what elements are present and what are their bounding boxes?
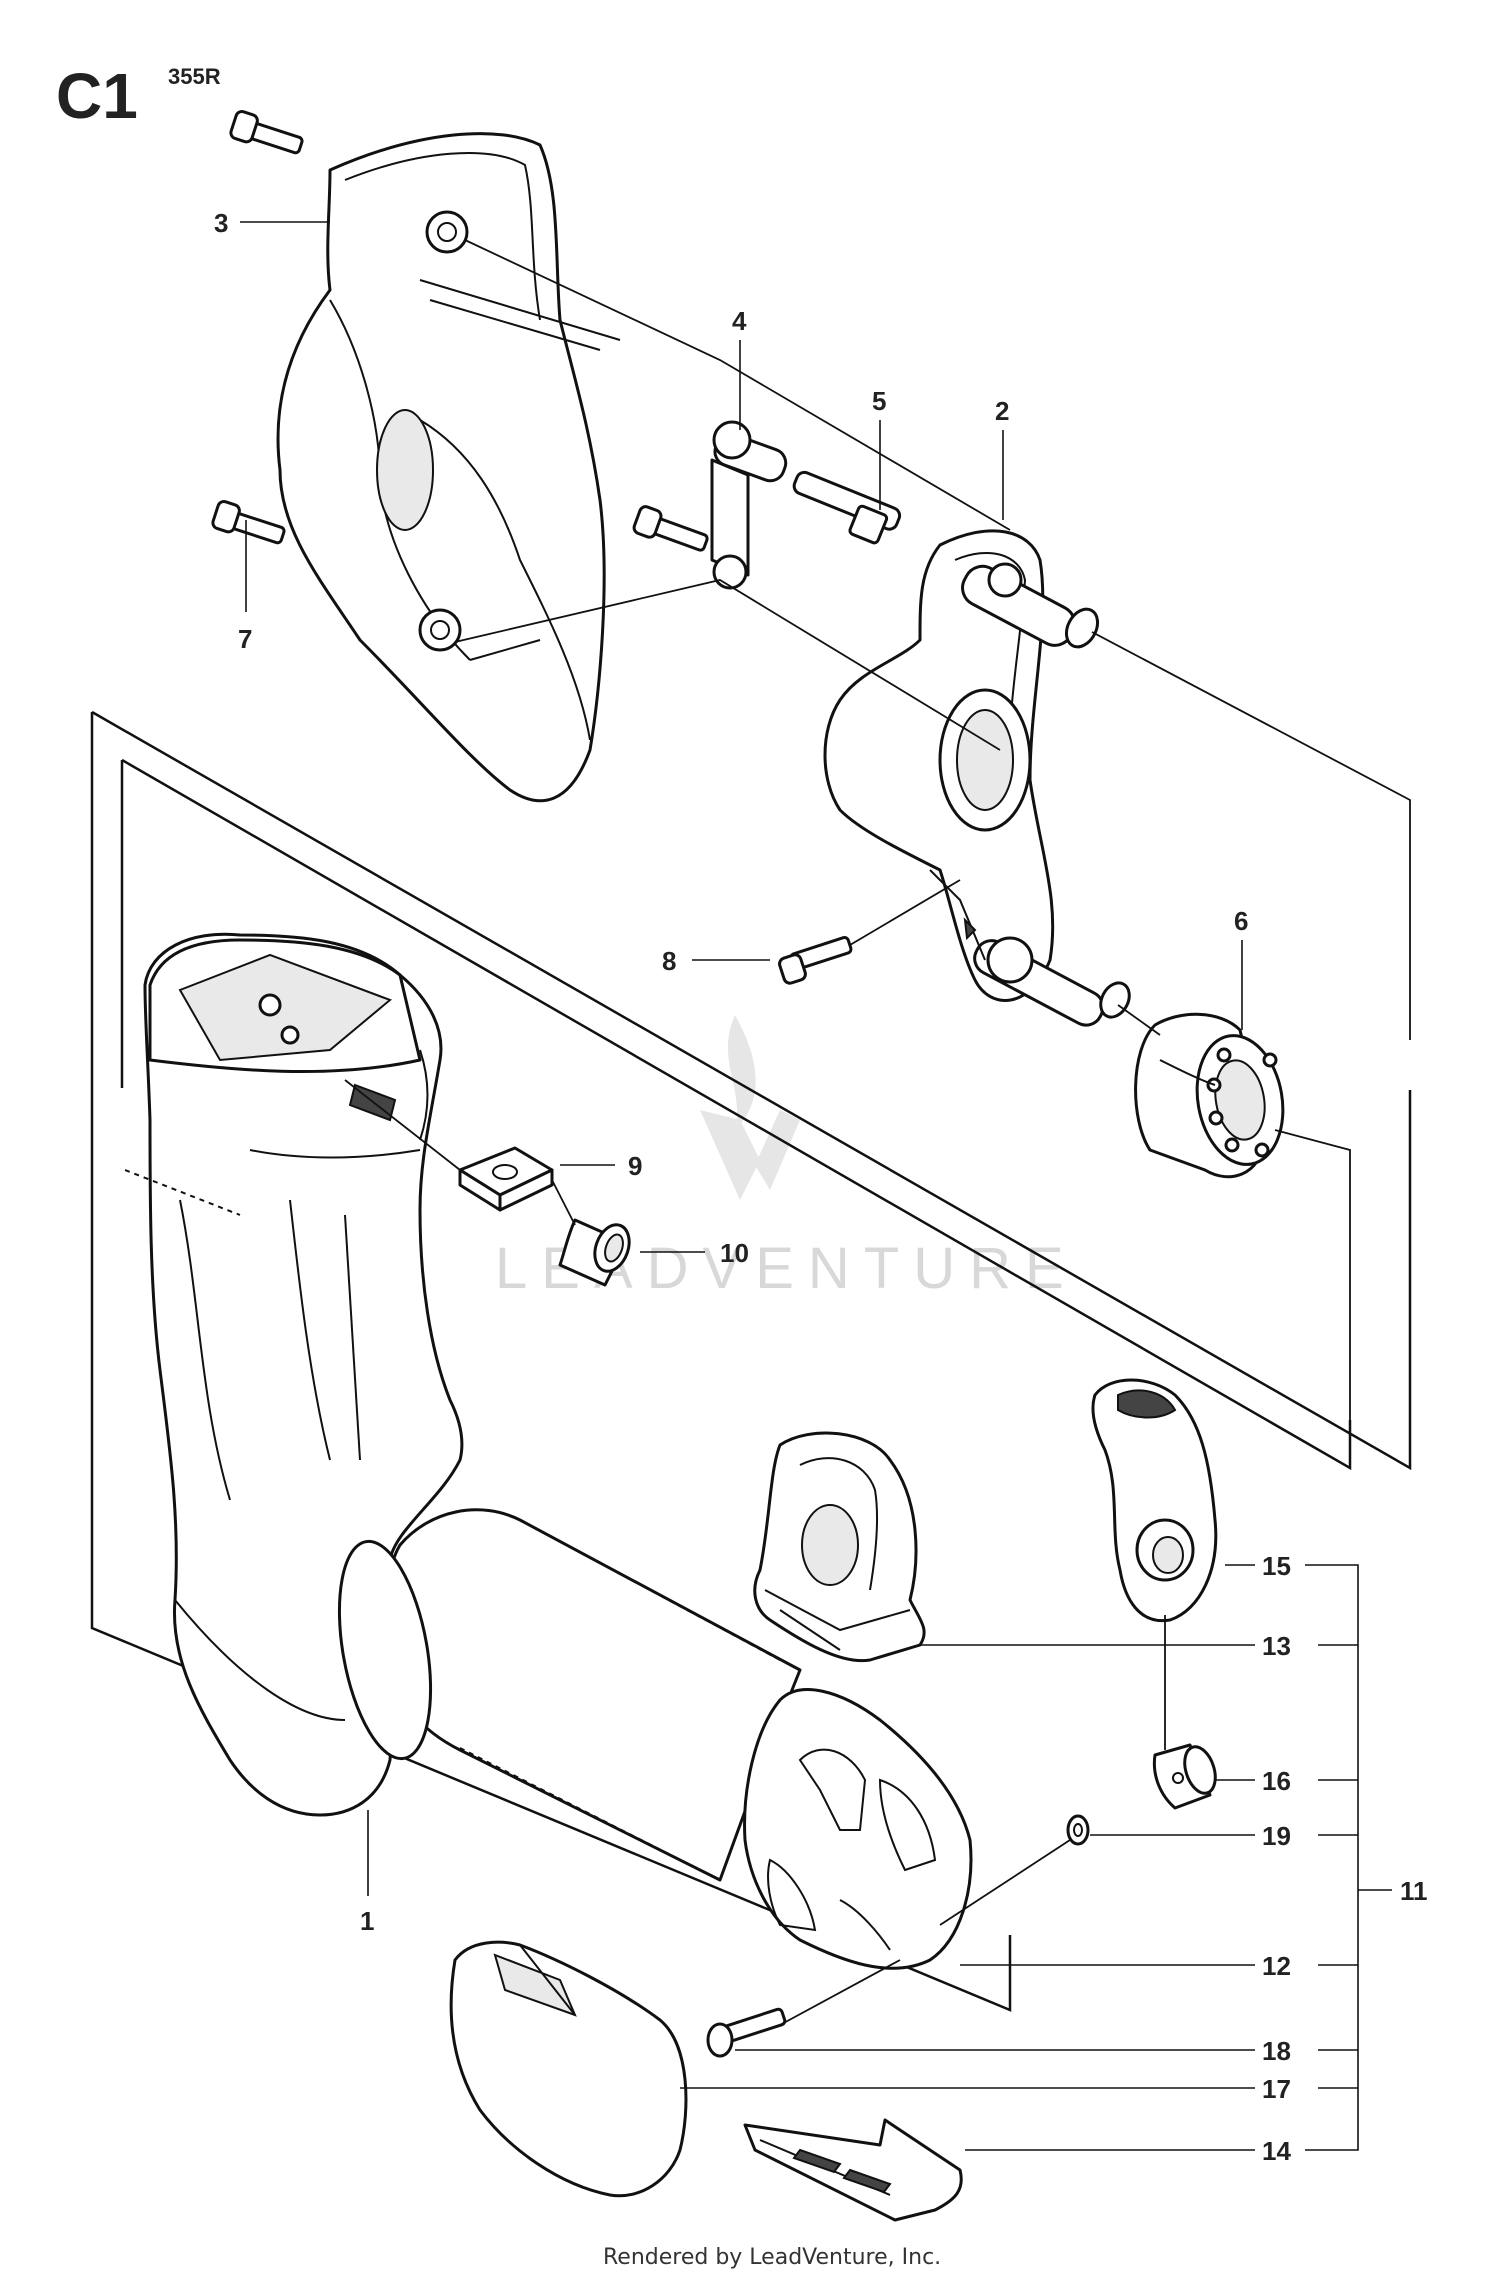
part-9-nut	[458, 1146, 554, 1212]
part-8-screw	[778, 935, 853, 985]
part-1-tube	[337, 1508, 802, 1882]
part-14-cover	[743, 2118, 963, 2222]
model-label: 355R	[168, 64, 221, 89]
part-10-bushing	[558, 1218, 631, 1287]
part-3-screw	[229, 110, 304, 155]
callout-18: 18	[1262, 2036, 1291, 2066]
callout-2: 2	[995, 396, 1009, 426]
callout-16: 16	[1262, 1766, 1291, 1796]
leader-lines	[240, 221, 1392, 2151]
callout-5: 5	[872, 386, 886, 416]
callout-8: 8	[662, 946, 676, 976]
part-7-screw	[211, 500, 286, 545]
part-5-pin	[792, 470, 902, 545]
assembly-frame-outer	[90, 710, 1412, 2012]
callout-11: 11	[1400, 1876, 1428, 1906]
callout-3: 3	[214, 208, 228, 238]
callout-9: 9	[628, 1151, 642, 1181]
footer-credit: Rendered by LeadVenture, Inc.	[603, 2245, 941, 2270]
part-19-washer	[1066, 1814, 1090, 1846]
section-title: C1	[56, 60, 138, 132]
callout-12: 12	[1262, 1951, 1291, 1981]
part-3-upper-cover	[276, 132, 621, 803]
callout-10: 10	[720, 1238, 749, 1268]
callout-7: 7	[238, 624, 252, 654]
part-12-guard	[743, 1688, 973, 1970]
callout-17: 17	[1262, 2074, 1291, 2104]
callout-15: 15	[1262, 1551, 1291, 1581]
callout-6: 6	[1234, 906, 1248, 936]
callout-4: 4	[732, 306, 747, 336]
assembly-guides	[344, 239, 1411, 2026]
part-17-grip-cover	[449, 1940, 688, 2198]
assembly-frame-inner	[120, 758, 1352, 1471]
callout-14: 14	[1262, 2136, 1291, 2166]
part-4-spring	[710, 420, 788, 590]
part-2-bracket	[823, 529, 1131, 1027]
callout-1: 1	[360, 1906, 374, 1936]
callout-13: 13	[1262, 1631, 1291, 1661]
part-13-clip	[753, 1431, 926, 1663]
callout-19: 19	[1262, 1821, 1291, 1851]
part-15-trigger	[1091, 1378, 1218, 1623]
part-6-sleeve	[1134, 1012, 1285, 1179]
callout-labels: 3 7 4 5 2 6 8 9 10 1 15 13 16 19 11 12 1…	[214, 208, 1428, 2166]
part-18-screw	[706, 2007, 787, 2058]
part-4-lower-screw	[632, 505, 709, 552]
part-16-pin	[1152, 1743, 1217, 1810]
